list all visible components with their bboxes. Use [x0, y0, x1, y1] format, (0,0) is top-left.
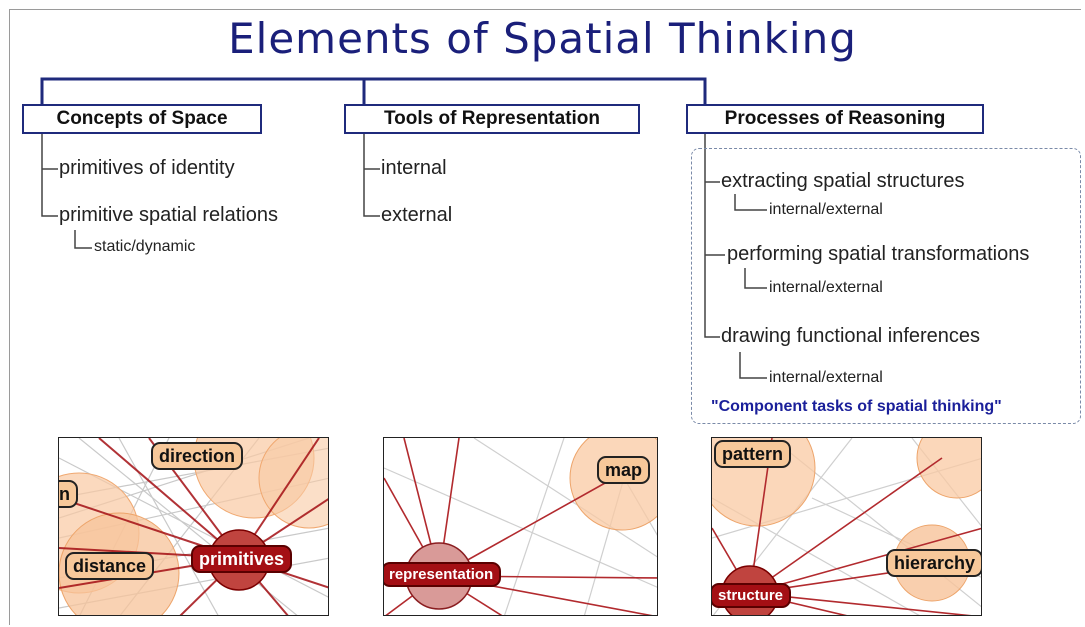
item-drawing-functional-inferences: drawing functional inferences — [721, 325, 981, 347]
tag-partial-n: n — [59, 480, 78, 508]
item-internal: internal — [381, 157, 447, 179]
tag-map: map — [597, 456, 651, 484]
network-panel-concepts: direction n distance primitives — [58, 437, 329, 616]
component-tasks-caption: "Component tasks of spatial thinking" — [711, 398, 1002, 415]
network-panel-representation: map representation — [383, 437, 658, 616]
subitem-internal-external-2: internal/external — [769, 279, 883, 296]
heading-concepts-of-space: Concepts of Space — [22, 104, 262, 134]
item-primitives-of-identity: primitives of identity — [59, 157, 235, 179]
tag-direction: direction — [151, 442, 244, 470]
network-graph-reasoning — [712, 438, 981, 615]
item-external: external — [381, 204, 453, 226]
subitem-static-dynamic: static/dynamic — [94, 238, 196, 255]
heading-tools-of-representation: Tools of Representation — [344, 104, 640, 134]
tag-primitives: primitives — [191, 545, 293, 573]
subitem-internal-external-1: internal/external — [769, 201, 883, 218]
tag-representation: representation — [384, 562, 502, 587]
page-title: Elements of Spatial Thinking — [228, 14, 857, 63]
tag-pattern: pattern — [714, 440, 792, 468]
component-tasks-box — [691, 148, 1081, 424]
subitem-internal-external-3: internal/external — [769, 369, 883, 386]
tag-structure: structure — [712, 583, 792, 608]
heading-processes-of-reasoning: Processes of Reasoning — [686, 104, 984, 134]
slide-frame — [9, 9, 1081, 625]
item-extracting-spatial-structures: extracting spatial structures — [721, 170, 965, 192]
tree-connectors — [40, 77, 767, 379]
network-panel-reasoning: pattern hierarchy structure — [711, 437, 982, 616]
tag-hierarchy: hierarchy — [886, 549, 981, 577]
tag-distance: distance — [65, 552, 155, 580]
item-performing-spatial-transformations: performing spatial transformations — [727, 243, 1030, 265]
item-primitive-spatial-relations: primitive spatial relations — [59, 204, 278, 226]
